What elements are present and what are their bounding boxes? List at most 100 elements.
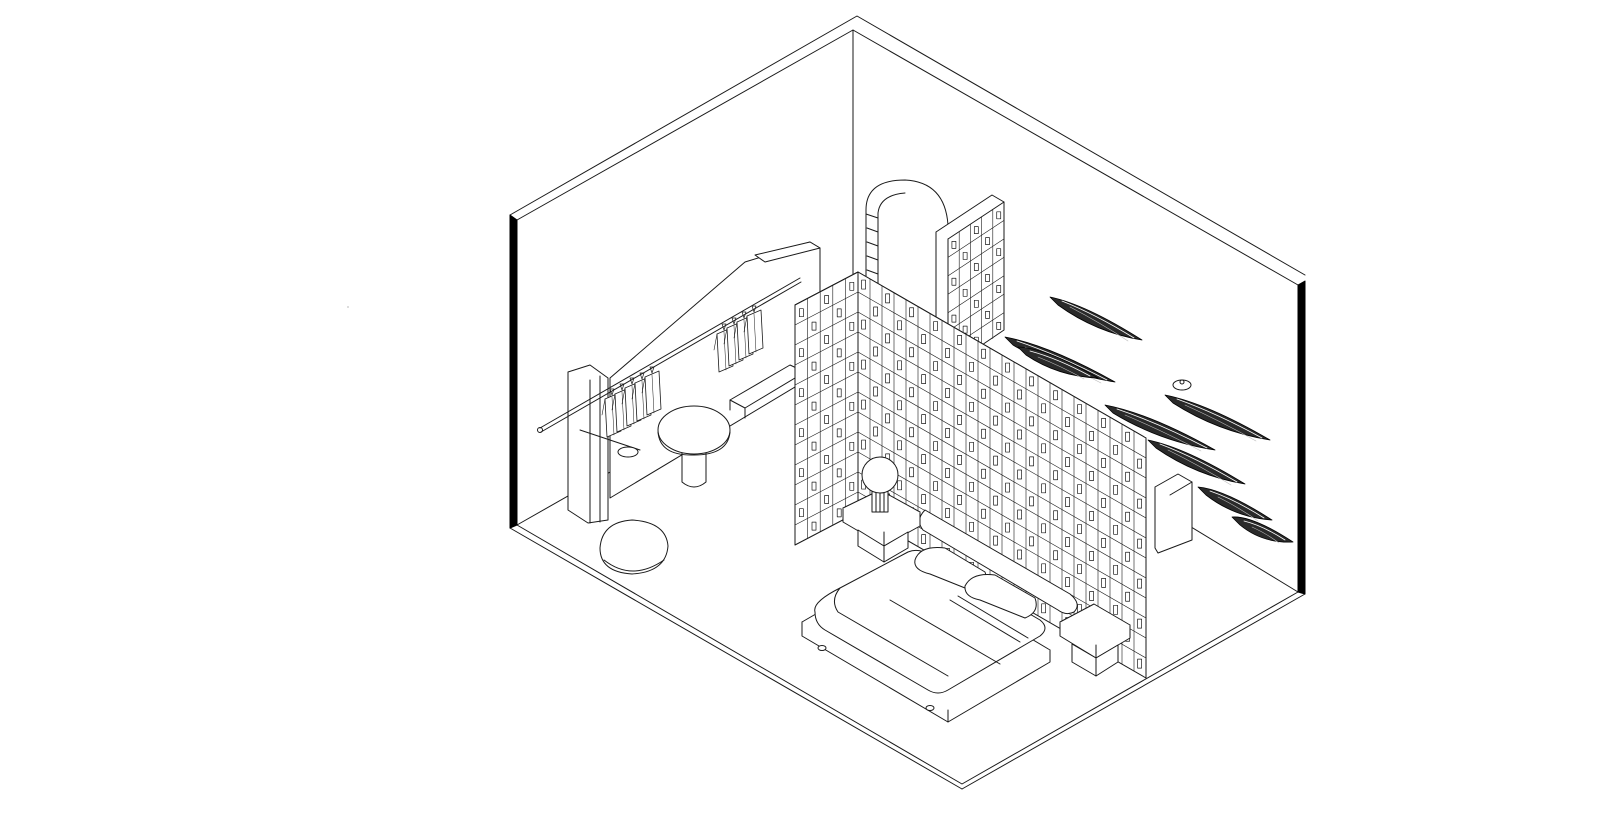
- wall-tile: [910, 428, 914, 437]
- bed: [802, 548, 1050, 723]
- wall-tile: [1030, 417, 1034, 426]
- wall-tile: [1102, 578, 1106, 587]
- wall-tile: [934, 442, 938, 451]
- wall-tile: [1030, 457, 1034, 466]
- wall-tile: [946, 388, 950, 397]
- wall-light: [1173, 380, 1191, 390]
- wall-tile: [982, 469, 986, 478]
- wall-tile: [825, 295, 829, 303]
- fish-sculpture: [1148, 440, 1245, 485]
- wall-tile: [970, 402, 974, 411]
- wall-tile: [952, 278, 956, 285]
- wall-fish-sculptures: [1005, 297, 1293, 543]
- wall-tile: [874, 307, 878, 316]
- wall-tile: [1138, 499, 1142, 508]
- wall-tile: [994, 376, 998, 385]
- wall-tile: [825, 415, 829, 423]
- wall-tile: [812, 402, 816, 410]
- wall-tile: [982, 429, 986, 438]
- wall-tile: [1066, 538, 1070, 547]
- wall-tile: [1090, 471, 1094, 480]
- wall-tile: [850, 442, 854, 450]
- wall-tile: [1114, 605, 1118, 614]
- wall-tile: [1066, 578, 1070, 587]
- wall-tile: [982, 509, 986, 518]
- wall-tile: [874, 387, 878, 396]
- wall-tile: [1138, 659, 1142, 668]
- wall-tile: [1090, 431, 1094, 440]
- wall-tile: [1102, 418, 1106, 427]
- wall-tile: [1030, 377, 1034, 386]
- wall-tile: [982, 389, 986, 398]
- wall-tile: [946, 348, 950, 357]
- wall-tile: [970, 362, 974, 371]
- wall-tile: [1006, 363, 1010, 372]
- wall-tile: [1078, 565, 1082, 574]
- wall-tile: [1126, 552, 1130, 561]
- wall-tile: [974, 263, 978, 270]
- wall-tile: [1114, 485, 1118, 494]
- fish-sculpture: [1105, 405, 1215, 451]
- wall-tile: [825, 375, 829, 383]
- wall-tile: [994, 536, 998, 545]
- wall-tile: [837, 429, 841, 437]
- wall-tile: [1078, 485, 1082, 494]
- wall-tile: [910, 348, 914, 357]
- wall-tile: [886, 414, 890, 423]
- wall-tile: [997, 249, 1001, 256]
- wall-tile: [1042, 444, 1046, 453]
- wall-tile: [1042, 484, 1046, 493]
- wall-tile: [1138, 619, 1142, 628]
- wall-tile: [922, 415, 926, 424]
- wall-tile: [1006, 523, 1010, 532]
- wall-tile: [886, 374, 890, 383]
- wall-tile: [970, 442, 974, 451]
- wall-tile: [910, 468, 914, 477]
- wall-tile: [850, 362, 854, 370]
- wall-tile: [1066, 498, 1070, 507]
- right-wall-cut: [1298, 281, 1305, 594]
- wall-tile: [812, 322, 816, 330]
- wall-tile: [1042, 564, 1046, 573]
- wall-tile: [974, 227, 978, 234]
- wall-tile: [934, 322, 938, 331]
- shirt: [744, 306, 763, 354]
- wall-tile: [1018, 390, 1022, 399]
- wall-tile: [994, 416, 998, 425]
- wall-tile: [837, 389, 841, 397]
- wall-tile: [1078, 525, 1082, 534]
- wall-tile: [862, 440, 866, 449]
- wall-tile: [934, 482, 938, 491]
- wall-tile: [970, 482, 974, 491]
- wall-tile: [922, 335, 926, 344]
- table-lamp: [862, 457, 898, 512]
- wall-tile: [1006, 483, 1010, 492]
- wall-tile: [1126, 512, 1130, 521]
- wall-tile: [799, 389, 803, 397]
- wall-tile: [862, 280, 866, 289]
- wall-tile: [1030, 537, 1034, 546]
- wall-tile: [1114, 525, 1118, 534]
- wall-tile: [952, 315, 956, 322]
- wall-tile: [874, 347, 878, 356]
- wall-tile: [997, 322, 1001, 329]
- wall-tile: [994, 496, 998, 505]
- wall-tile: [934, 362, 938, 371]
- wall-tile: [1054, 431, 1058, 440]
- wall-tile: [1030, 497, 1034, 506]
- wall-tile: [874, 427, 878, 436]
- left-wall-cut: [510, 215, 517, 528]
- wall-tile: [886, 334, 890, 343]
- wall-tile: [825, 335, 829, 343]
- wall-tile: [1006, 403, 1010, 412]
- wall-tile: [850, 282, 854, 290]
- wall-tile: [922, 455, 926, 464]
- wall-tile: [898, 441, 902, 450]
- wall-tile: [963, 252, 967, 259]
- wall-tile: [898, 401, 902, 410]
- fish-sculpture: [1165, 395, 1270, 441]
- wall-tile: [1078, 405, 1082, 414]
- room-shell: [510, 16, 1305, 789]
